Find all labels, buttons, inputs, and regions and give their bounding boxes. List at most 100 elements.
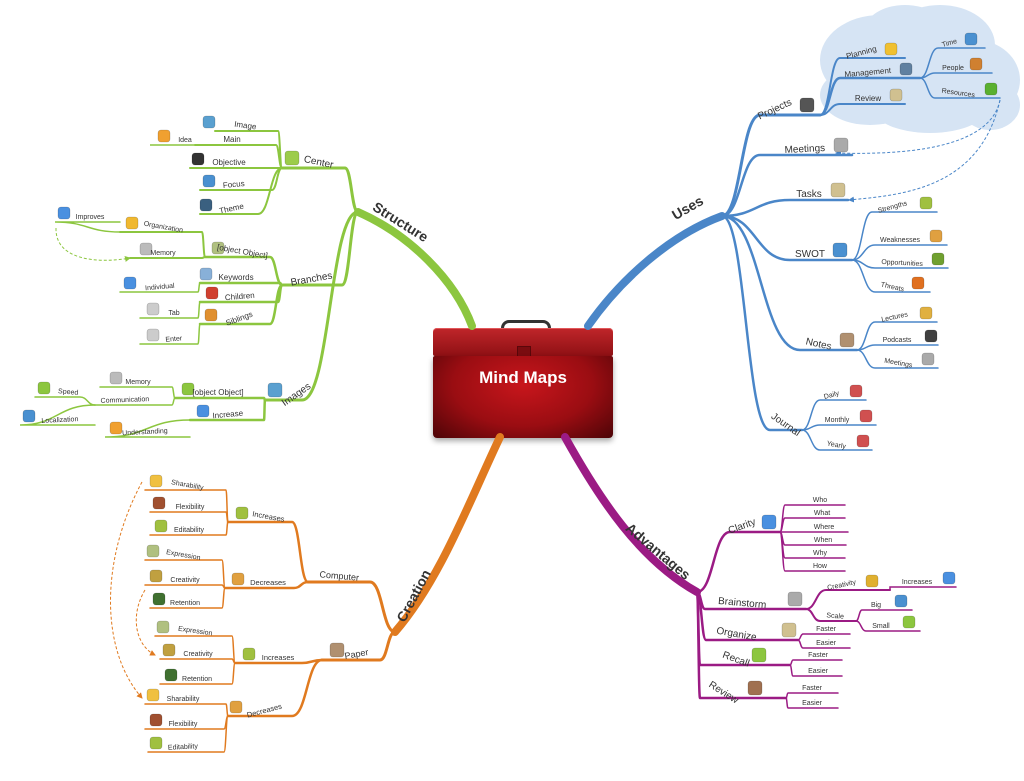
dollar-icon (984, 82, 998, 96)
uses-branch-label[interactable]: Uses (669, 192, 706, 223)
structure-branches-keywords-label[interactable]: Keywords (218, 273, 253, 282)
advantages-review-label[interactable]: Review (707, 680, 741, 707)
uses-tasks-label[interactable]: Tasks (796, 189, 822, 200)
magnifier-icon (202, 174, 216, 188)
structure-images-improve-communication-label[interactable]: Communication (101, 396, 150, 405)
advantages-recall-label[interactable]: Recall (721, 650, 751, 670)
advantages-brainstorm-label[interactable]: Brainstorm (718, 596, 767, 611)
structure-images-increase-connector (188, 398, 267, 422)
creation-paper-decreases-flexibility-label[interactable]: Flexibility (169, 721, 198, 728)
central-topic[interactable]: Mind Maps (433, 320, 613, 438)
structure-images-improve-speed-label[interactable]: Speed (58, 388, 79, 397)
creation-paper-increases-retention-label[interactable]: Retention (182, 676, 212, 683)
uses-main-branch (584, 212, 726, 330)
uses-projects-review-label[interactable]: Review (855, 94, 881, 103)
uses-projects-management-label[interactable]: Management (844, 66, 892, 79)
advantages-clarity-why-label[interactable]: Why (813, 550, 828, 557)
scissors-icon (162, 643, 176, 657)
advantages-clarity-where-label[interactable]: Where (814, 524, 835, 531)
creation-paper-connector (320, 630, 397, 662)
advantages-clarity-label[interactable]: Clarity (727, 517, 757, 537)
advantages-clarity-when-label[interactable]: When (814, 537, 832, 544)
advantages-brainstorm-small-label[interactable]: Small (872, 623, 890, 630)
advantages-brainstorm-scale-label[interactable]: Scale (826, 612, 844, 621)
advantages-organize-faster-label[interactable]: Faster (816, 626, 837, 633)
uses-journal-label[interactable]: Journal (769, 411, 802, 439)
graduate-icon (164, 668, 178, 682)
creation-branch-label[interactable]: Creation (393, 567, 434, 625)
advantages-clarity-what-label[interactable]: What (814, 510, 830, 517)
advantages-recall-faster-label[interactable]: Faster (808, 652, 829, 659)
masks-icon (865, 574, 879, 588)
advantages-review-easier-label[interactable]: Easier (802, 700, 823, 707)
clipboard-icon (830, 182, 846, 198)
creation-paper-increases-creativity-label[interactable]: Creativity (183, 651, 213, 658)
creation-paper-increases-label[interactable]: Increases (262, 653, 295, 662)
creation-paper-decreases-sharability-label[interactable]: Sharability (167, 696, 200, 703)
structure-images-improve-memory-label[interactable]: Memory (125, 379, 151, 386)
creation-computer-decreases-retention-label[interactable]: Retention (170, 600, 200, 607)
uses-journal-monthly-connector (801, 424, 877, 431)
advantages-brainstorm-big-label[interactable]: Big (871, 602, 881, 609)
advantages-clarity-how-label[interactable]: How (813, 563, 828, 570)
advantages-organize-easier-label[interactable]: Easier (816, 640, 837, 647)
structure-branches-individual-label[interactable]: Individual (145, 283, 176, 293)
creation-computer-decreases-label[interactable]: Decreases (250, 578, 286, 587)
creation-paper-label[interactable]: Paper (344, 647, 369, 661)
structure-center-idea-label[interactable]: Idea (178, 137, 192, 144)
structure-center-objective-label[interactable]: Objective (212, 158, 246, 167)
structure-images-improve-localization-label[interactable]: Localization (41, 416, 78, 425)
creation-computer-increases-flexibility-label[interactable]: Flexibility (176, 504, 205, 511)
scissors-icon (149, 569, 163, 583)
uses-projects-management-people-label[interactable]: People (942, 65, 964, 72)
uses-swot-label[interactable]: SWOT (795, 249, 825, 260)
uses-swot-threats-connector (851, 259, 931, 293)
advantages-brainstorm-small-connector (855, 620, 921, 632)
structure-images-increase-label[interactable]: Increase (212, 409, 244, 421)
lightbulb-icon (109, 421, 123, 435)
memory-grid-icon (139, 242, 153, 256)
creation-paper-decreases-editability-label[interactable]: Editability (168, 743, 199, 752)
advantages-clarity-how-connector (779, 531, 846, 572)
structure-center-main-label[interactable]: Main (223, 135, 240, 144)
structure-branches-enter-connector (139, 323, 201, 345)
palette-icon (156, 620, 170, 634)
uses-projects-management-time-label[interactable]: Time (941, 38, 958, 49)
uses-projects-management-resources-label[interactable]: Resources (941, 88, 976, 100)
structure-images-improve-label[interactable]: [object Object] (192, 388, 243, 397)
lightbulb-icon (157, 129, 171, 143)
structure-center-focus-label[interactable]: Focus (223, 179, 245, 190)
advantages-review-faster-label[interactable]: Faster (802, 685, 823, 692)
structure-center-image-label[interactable]: Image (234, 120, 258, 132)
clock-icon (284, 150, 300, 166)
uses-swot-opportunities-label[interactable]: Opportunities (881, 259, 923, 268)
uses-journal-daily-label[interactable]: Daily (823, 390, 840, 401)
structure-images-understanding-label[interactable]: Understanding (122, 428, 168, 437)
structure-branches-colors-memory-label[interactable]: Memory (150, 250, 176, 257)
uses-notes-podcasts-label[interactable]: Podcasts (883, 337, 912, 344)
structure-branches-children-label[interactable]: Children (225, 291, 255, 303)
uses-swot-weaknesses-label[interactable]: Weaknesses (880, 237, 920, 244)
uses-meetings-label[interactable]: Meetings (784, 143, 825, 156)
structure-branches-colors-improves-label[interactable]: Improves (76, 214, 105, 221)
image-icon (202, 115, 216, 129)
structure-branches-tab-label[interactable]: Tab (168, 310, 179, 317)
uses-notes-meetings-label[interactable]: Meetings (884, 358, 914, 370)
advantages-branch-label[interactable]: Advantages (623, 520, 694, 583)
advantages-brainstorm-increases-label[interactable]: Increases (902, 579, 933, 586)
advantages-clarity-who-label[interactable]: Who (813, 497, 828, 504)
uses-swot-threats-label[interactable]: Threats (880, 282, 905, 294)
creation-computer-increases-editability-label[interactable]: Editability (174, 527, 204, 534)
structure-branches-enter-label[interactable]: Enter (165, 335, 183, 343)
uses-projects-label[interactable]: Projects (756, 97, 793, 122)
creation-computer-label[interactable]: Computer (319, 569, 359, 582)
uses-notes-label[interactable]: Notes (805, 336, 833, 352)
uses-projects-management-resources-connector (919, 77, 1001, 99)
advantages-recall-easier-label[interactable]: Easier (808, 668, 829, 675)
uses-journal-yearly-connector (801, 429, 873, 451)
uses-journal-monthly-label[interactable]: Monthly (825, 417, 850, 424)
uses-journal-yearly-label[interactable]: Yearly (826, 440, 847, 450)
creation-computer-decreases-creativity-label[interactable]: Creativity (170, 577, 200, 584)
plant-icon (931, 252, 945, 266)
creation-paper-increases-expression-label[interactable]: Expression (178, 626, 213, 638)
